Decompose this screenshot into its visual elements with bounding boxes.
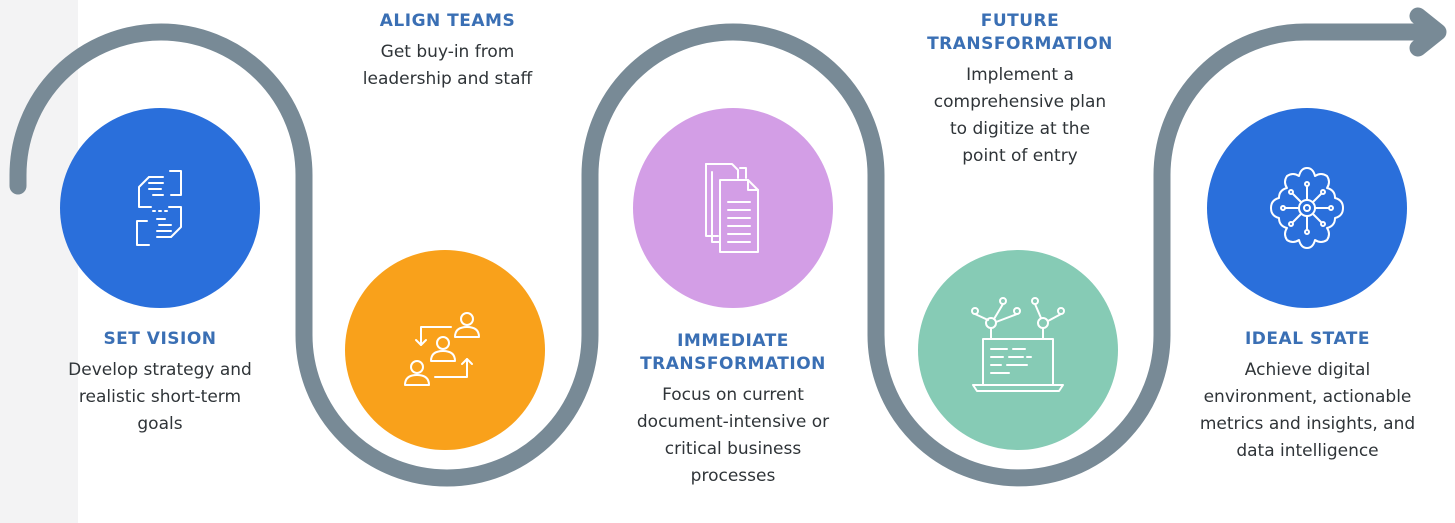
- ideal-state-text: IDEAL STATE Achieve digital environment,…: [1180, 328, 1435, 465]
- serpentine-path: [9, 23, 1445, 487]
- step-description: Implement a comprehensive plan to digiti…: [933, 65, 1107, 166]
- circuit-gear-icon: [1270, 167, 1344, 249]
- hands-framing-icon: [136, 170, 182, 246]
- step-description: Achieve digital environment, actionable …: [1199, 360, 1416, 461]
- align-teams-text: ALIGN TEAMS Get buy-in from leadership a…: [340, 10, 555, 93]
- documents-icon: [705, 163, 759, 253]
- immediate-transformation-circle: [633, 108, 833, 308]
- step-title: SET VISION: [103, 329, 217, 349]
- people-exchange-icon: [404, 312, 480, 386]
- align-teams-circle: [345, 250, 545, 450]
- future-transformation-circle: [918, 250, 1118, 450]
- step-title: IMMEDIATE TRANSFORMATION: [640, 331, 826, 374]
- step-description: Develop strategy and realistic short-ter…: [68, 360, 252, 434]
- ideal-state-circle: [1207, 108, 1407, 308]
- step-description: Get buy-in from leadership and staff: [362, 42, 533, 89]
- step-description: Focus on current document-intensive or c…: [636, 385, 830, 486]
- arrow-head: [1409, 7, 1447, 57]
- future-transformation-text: FUTURE TRANSFORMATION Implement a compre…: [895, 10, 1145, 170]
- step-title: FUTURE TRANSFORMATION: [927, 11, 1113, 54]
- set-vision-text: SET VISION Develop strategy and realisti…: [40, 328, 280, 438]
- immediate-transformation-text: IMMEDIATE TRANSFORMATION Focus on curren…: [608, 330, 858, 490]
- step-title: ALIGN TEAMS: [379, 11, 516, 31]
- set-vision-circle: [60, 108, 260, 308]
- step-title: IDEAL STATE: [1244, 329, 1371, 349]
- laptop-network-icon: [971, 297, 1065, 392]
